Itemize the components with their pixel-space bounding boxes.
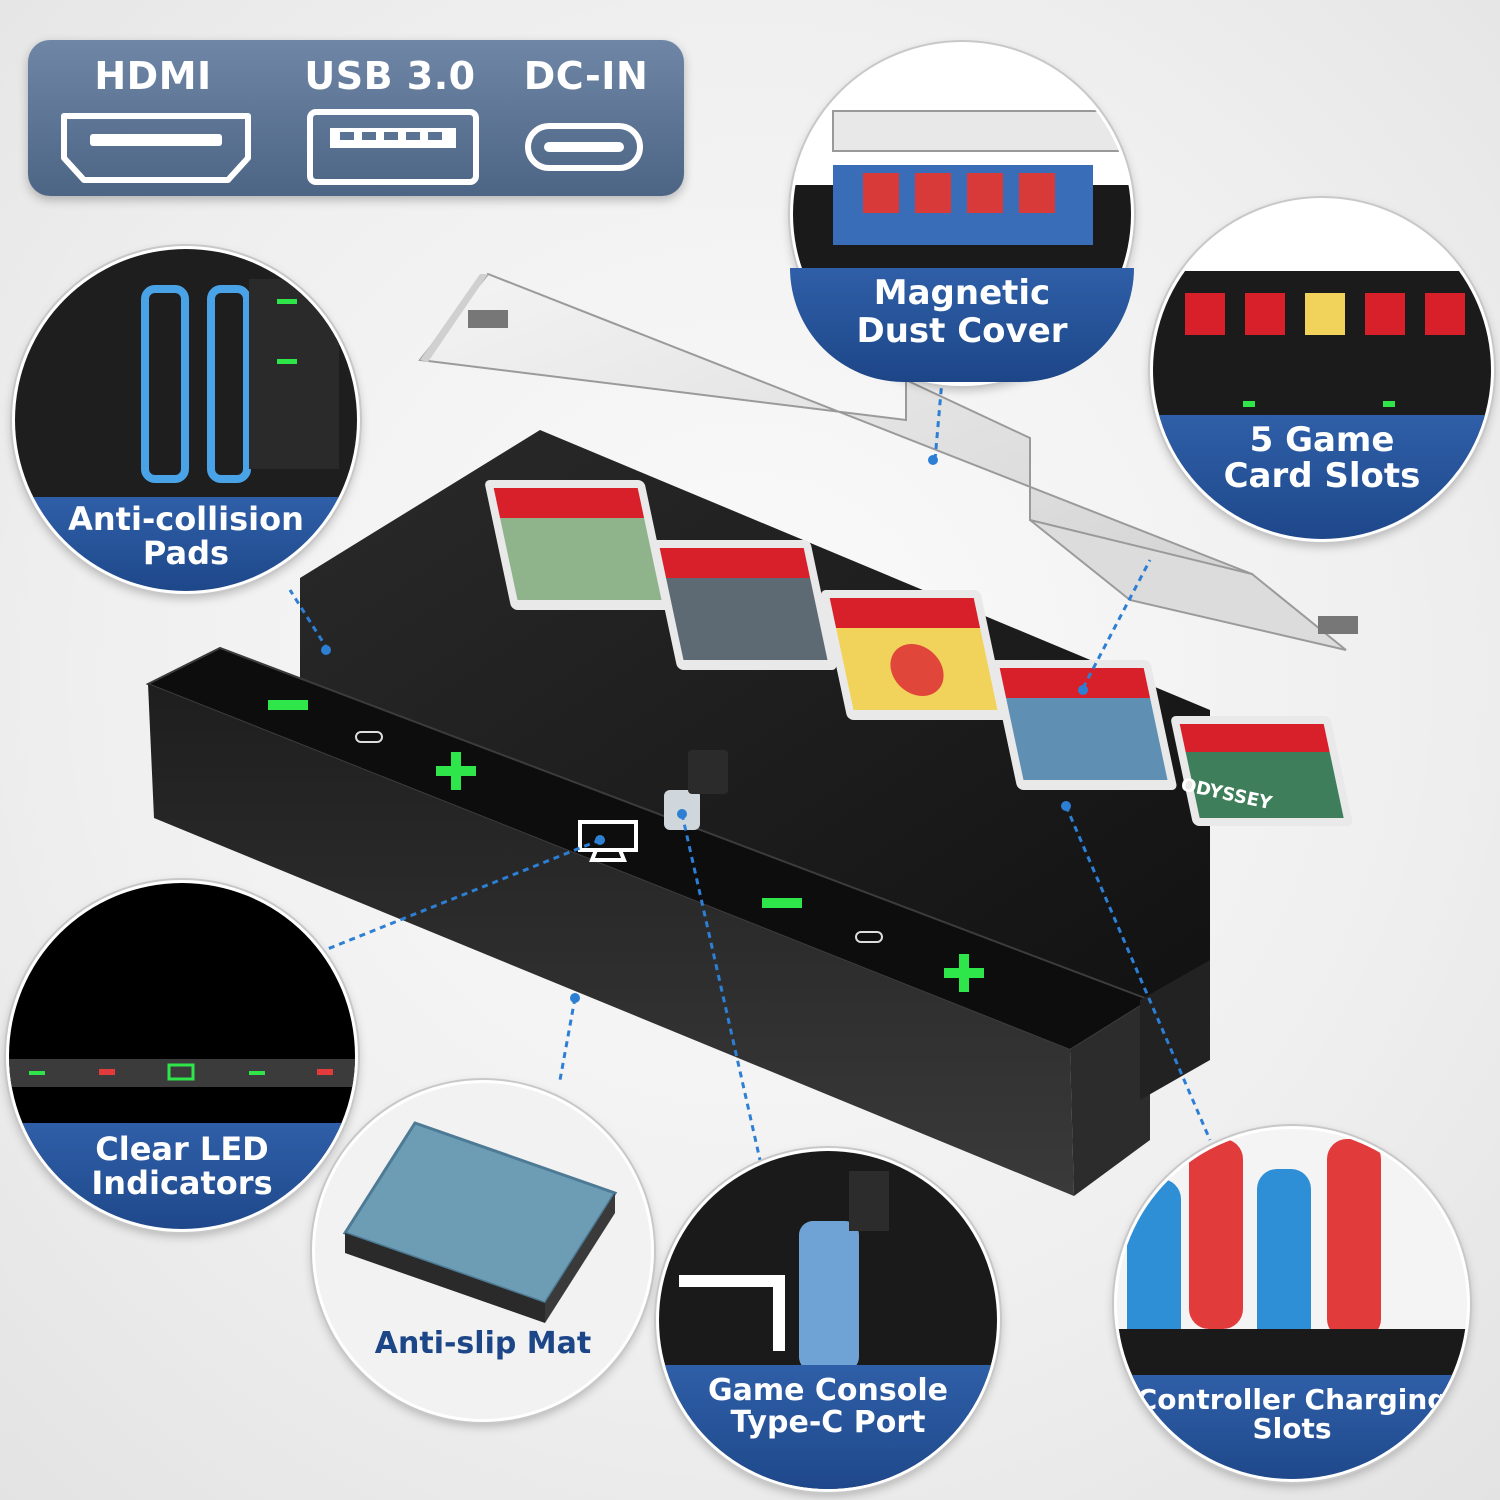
led-indicators (268, 700, 984, 992)
anti-slip-banner: Anti-slip Mat (315, 1309, 651, 1379)
anti-slip-illustration (315, 1083, 651, 1419)
dcin-label: DC-IN (523, 54, 649, 98)
led-line2: Indicators (91, 1163, 273, 1202)
anti-slip-text: Anti-slip Mat (374, 1326, 592, 1361)
usb-port-icon (307, 109, 479, 185)
magnetic-cover-banner: Magnetic Dust Cover (790, 268, 1134, 382)
magnetic-cover-text-1: Magnetic (873, 273, 1051, 313)
led-circle: Clear LED Indicators (6, 880, 358, 1232)
controller-line1: Controller Charging (1136, 1383, 1448, 1416)
anti-slip-circle: Anti-slip Mat (312, 1080, 654, 1422)
controller-line2: Slots (1252, 1412, 1332, 1446)
magnetic-cover-text-2: Dust Cover (856, 311, 1068, 351)
console-icon (578, 820, 638, 862)
anti-collision-line1: Anti-collision (68, 500, 304, 538)
game-cards (485, 480, 1353, 826)
typec-line2: Type-C Port (730, 1404, 926, 1440)
typec-line1: Game Console (708, 1373, 948, 1408)
card-slots-circle: 5 Game Card Slots (1150, 198, 1494, 542)
card-slots-line1: 5 Game (1249, 420, 1395, 460)
dust-cover (418, 272, 1358, 651)
anti-collision-line2: Pads (142, 533, 230, 572)
card-slots-banner: 5 Game Card Slots (1153, 415, 1491, 539)
controller-circle: Controller Charging Slots (1114, 1126, 1470, 1482)
led-line1: Clear LED (95, 1130, 269, 1168)
usb-label: USB 3.0 (304, 54, 476, 98)
typec-banner: Game Console Type-C Port (659, 1365, 997, 1489)
controller-banner: Controller Charging Slots (1117, 1375, 1467, 1479)
hdmi-label: HDMI (94, 54, 212, 98)
hdmi-port-icon (61, 113, 251, 183)
anti-collision-banner: Anti-collision Pads (15, 497, 357, 591)
anti-collision-illustration (15, 249, 357, 499)
led-banner: Clear LED Indicators (9, 1123, 355, 1229)
port-icons (61, 109, 643, 185)
anti-collision-circle: Anti-collision Pads (12, 246, 360, 594)
card-slots-line2: Card Slots (1223, 455, 1421, 496)
typec-circle: Game Console Type-C Port (656, 1148, 1000, 1492)
dcin-port-icon (525, 123, 643, 171)
ports-panel: HDMI USB 3.0 DC-IN (28, 40, 684, 196)
